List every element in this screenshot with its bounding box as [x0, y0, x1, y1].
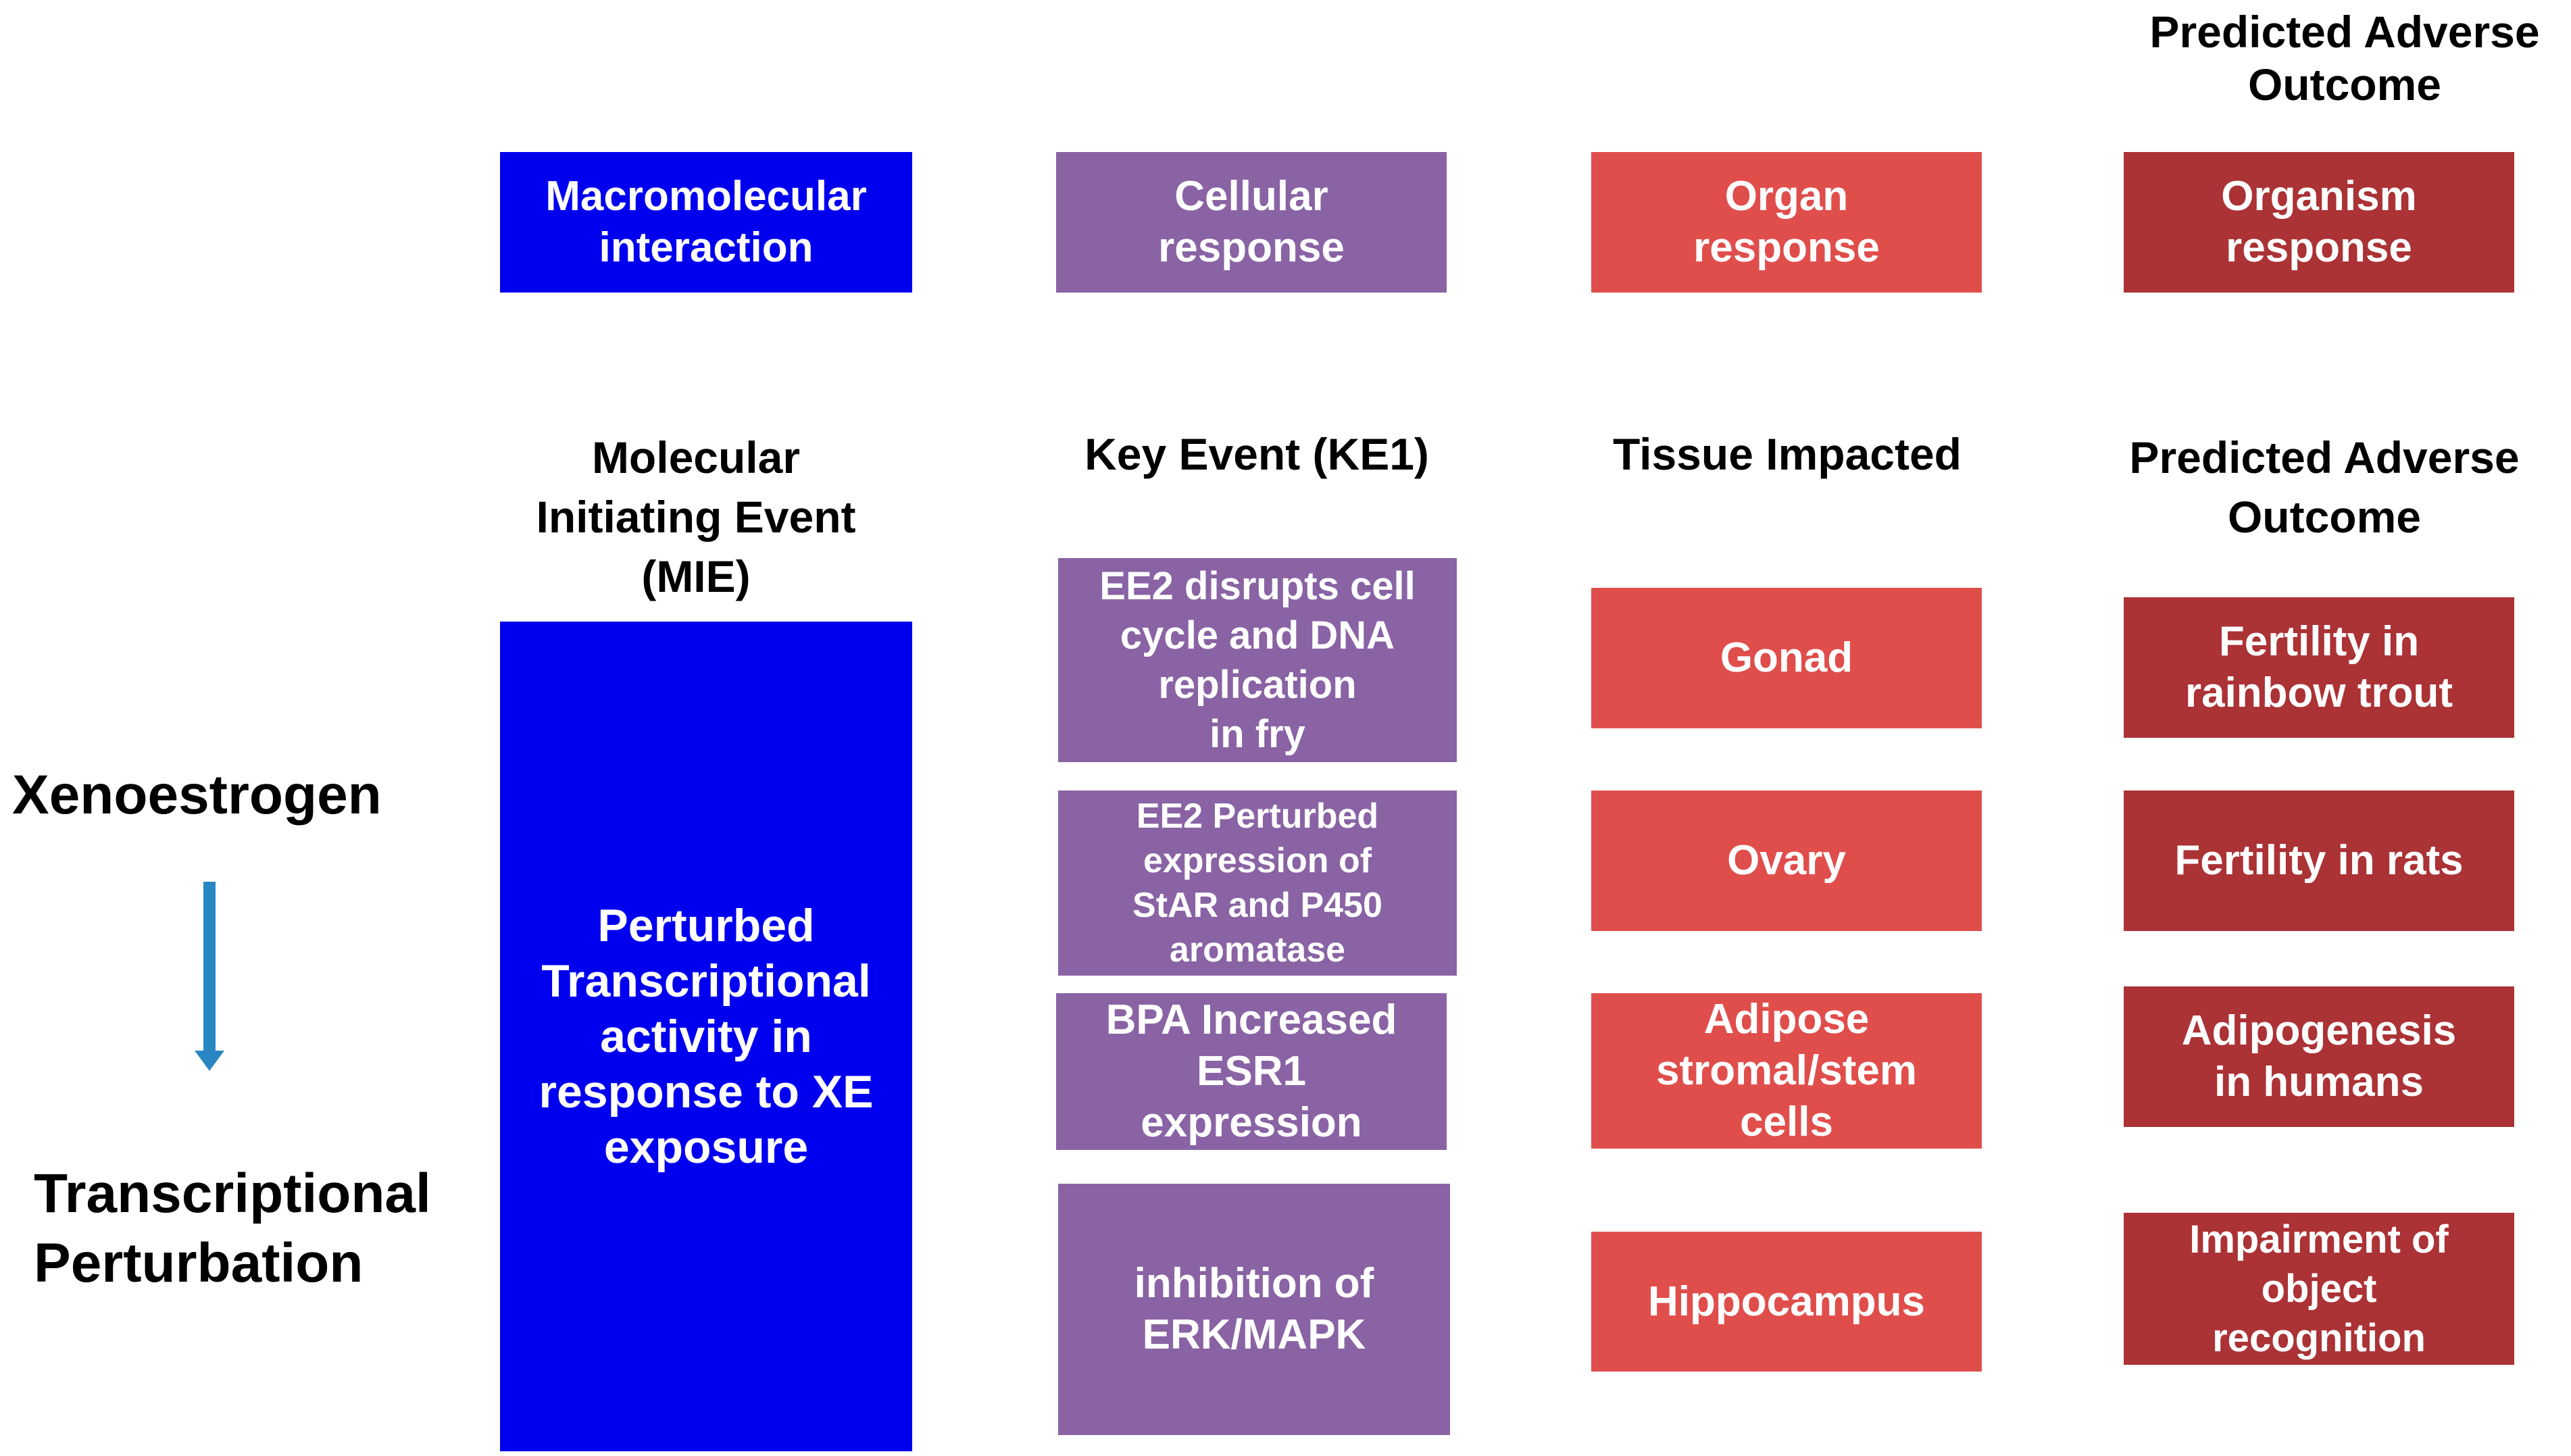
- outcome-box: Impairment of object recognition: [2124, 1213, 2514, 1365]
- mie-box: Perturbed Transcriptional activity in re…: [500, 622, 912, 1451]
- tissue-box: Gonad: [1591, 588, 1982, 728]
- tissue-box: Ovary: [1591, 790, 1982, 931]
- predicted-outcome-heading: Predicted Adverse Outcome: [2129, 432, 2520, 542]
- mie-heading: Molecular Initiating Event (MIE): [536, 432, 856, 601]
- outcome-box: Fertility in rainbow trout: [2124, 597, 2514, 738]
- tissue-box: Adipose stromal/stem cells: [1591, 993, 1982, 1149]
- organism-response-box: Organism response: [2124, 152, 2514, 293]
- macromolecular-interaction-box: Macromolecular interaction: [500, 152, 912, 293]
- key-event-heading: Key Event (KE1): [1084, 429, 1429, 479]
- down-arrow-icon: [189, 882, 230, 1071]
- cellular-response-box: Cellular response: [1056, 152, 1447, 293]
- key-event-box: BPA Increased ESR1 expression: [1056, 993, 1447, 1150]
- key-event-box: EE2 disrupts cell cycle and DNA replicat…: [1058, 558, 1457, 762]
- tissue-impacted-heading: Tissue Impacted: [1613, 429, 1962, 479]
- organ-response-box: Organ response: [1591, 152, 1982, 293]
- xenoestrogen-label: Xenoestrogen: [12, 764, 382, 826]
- outcome-box: Adipogenesis in humans: [2124, 986, 2514, 1127]
- key-event-box: inhibition of ERK/MAPK: [1058, 1184, 1450, 1435]
- outcome-box: Fertility in rats: [2124, 790, 2514, 931]
- tissue-box: Hippocampus: [1591, 1232, 1982, 1372]
- top-adverse-outcome-heading: Predicted Adverse Outcome: [2149, 7, 2540, 109]
- key-event-box: EE2 Perturbed expression of StAR and P45…: [1058, 790, 1457, 976]
- transcriptional-perturbation-label: Transcriptional Perturbation: [34, 1163, 431, 1294]
